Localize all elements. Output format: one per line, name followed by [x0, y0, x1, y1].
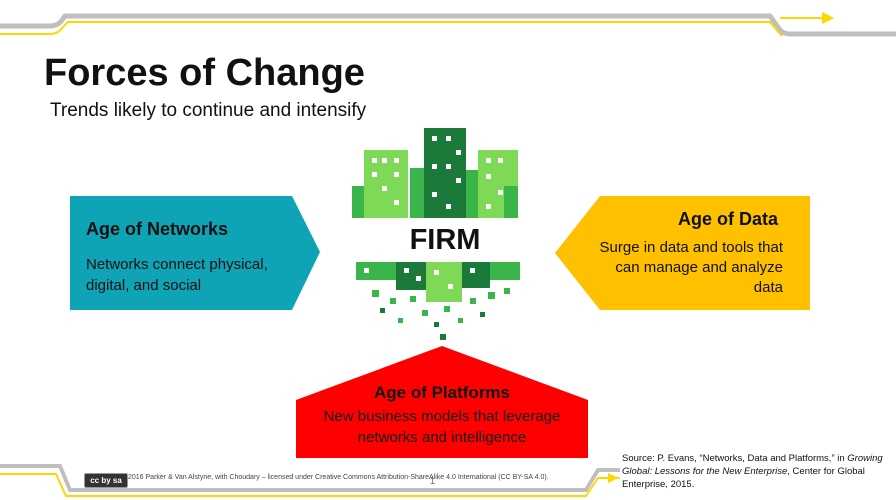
- top-arrow-head-icon: [822, 12, 834, 24]
- slide-title: Forces of Change: [44, 52, 365, 94]
- top-accent-line: [0, 21, 783, 37]
- data-body: Surge in data and tools that can manage …: [599, 239, 783, 296]
- source-book-title: Growing Global: Lessons for the New Ente…: [622, 453, 883, 477]
- data-shape: [555, 196, 810, 310]
- slide-subtitle: Trends likely to continue and intensify: [50, 100, 367, 121]
- city-buildings-icon: [352, 128, 520, 340]
- top-rail-line: [0, 13, 896, 37]
- bottom-arrow-head-icon: [608, 473, 618, 483]
- platforms-title: Age of Platforms: [373, 383, 511, 402]
- bottom-rail-line: [0, 464, 620, 492]
- firm-label: FIRM: [409, 224, 481, 256]
- platforms-shape: [296, 346, 588, 458]
- networks-body: Networks connect physical, digital, and …: [86, 256, 268, 294]
- platforms-body: New business models that leverage networ…: [323, 408, 561, 446]
- networks-title: Age of Networks: [86, 219, 229, 239]
- networks-shape: [70, 196, 320, 310]
- source-citation: Source: P. Evans, “Networks, Data and Pl…: [622, 452, 892, 491]
- bottom-accent-line: [0, 473, 620, 497]
- page-number: 1: [430, 476, 436, 486]
- data-title: Age of Data: [677, 209, 778, 229]
- source-prefix: Source: P. Evans, “Networks, Data and Pl…: [622, 453, 848, 464]
- source-suffix: , Center for Global Enterprise, 2015.: [622, 466, 865, 490]
- cc-license-badge-icon[interactable]: cc by sa: [84, 473, 128, 488]
- license-credit: 2016 Parker & Van Alstyne, with Choudary…: [128, 474, 549, 481]
